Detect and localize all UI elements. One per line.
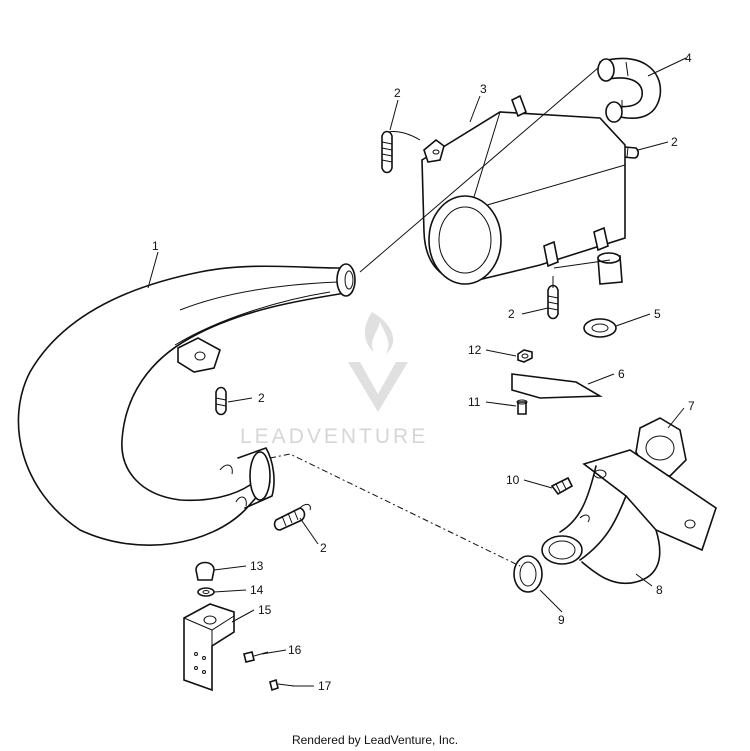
callout-2-upper-left: 2 (394, 86, 401, 100)
callout-6: 6 (618, 367, 625, 381)
part-6-bracket-plate[interactable] (511, 373, 603, 399)
part-8-manifold[interactable] (541, 449, 717, 585)
callout-2-bottom: 2 (320, 541, 327, 555)
callout-15: 15 (258, 603, 272, 617)
callout-16: 16 (288, 643, 302, 657)
callout-9: 9 (558, 613, 565, 627)
callout-10: 10 (506, 473, 520, 487)
callout-17: 17 (318, 679, 332, 693)
part-10-bolt[interactable] (550, 476, 574, 496)
part-4-stinger-elbow[interactable] (597, 57, 662, 123)
part-13-rubber-mount[interactable] (195, 561, 215, 581)
leader-lines (147, 57, 687, 687)
callout-2-left: 2 (258, 391, 265, 405)
part-11-bolt[interactable] (516, 399, 528, 415)
part-17-fastener[interactable] (269, 678, 295, 692)
callout-7: 7 (688, 399, 695, 413)
watermark-text: LEADVENTURE (240, 425, 428, 448)
callout-5: 5 (654, 307, 661, 321)
callout-1: 1 (152, 239, 159, 253)
part-2-spring-left[interactable] (215, 386, 227, 416)
callout-11: 11 (468, 395, 481, 409)
part-12-nut[interactable] (517, 349, 533, 363)
part-2-spring-bottom[interactable] (273, 503, 311, 531)
part-5-tailpipe-grommet[interactable] (583, 252, 623, 338)
callout-3: 3 (480, 82, 487, 96)
callout-13: 13 (250, 559, 264, 573)
part-9-seal-ring[interactable] (513, 555, 543, 593)
callout-4: 4 (685, 51, 692, 65)
callout-labels: 1 2 2 2 2 2 3 4 5 6 7 8 9 10 11 12 13 14… (152, 51, 695, 693)
callout-14: 14 (250, 583, 264, 597)
part-3-silencer[interactable] (421, 94, 626, 285)
part-14-washer[interactable] (197, 587, 215, 597)
callout-12: 12 (468, 343, 482, 357)
part-1-expansion-chamber[interactable] (17, 263, 356, 546)
callout-8: 8 (656, 583, 663, 597)
part-2-spring-middle[interactable] (547, 276, 559, 320)
callout-2-middle: 2 (508, 307, 515, 321)
part-15-mounting-bracket[interactable] (183, 603, 235, 692)
footer-credit: Rendered by LeadVenture, Inc. (291, 733, 459, 747)
part-2-spring-upper-left[interactable] (381, 130, 421, 174)
leadventure-watermark-logo: LEADVENTURE (240, 312, 428, 448)
part-16-fastener[interactable] (243, 651, 269, 663)
callout-2-upper-right: 2 (671, 135, 678, 149)
